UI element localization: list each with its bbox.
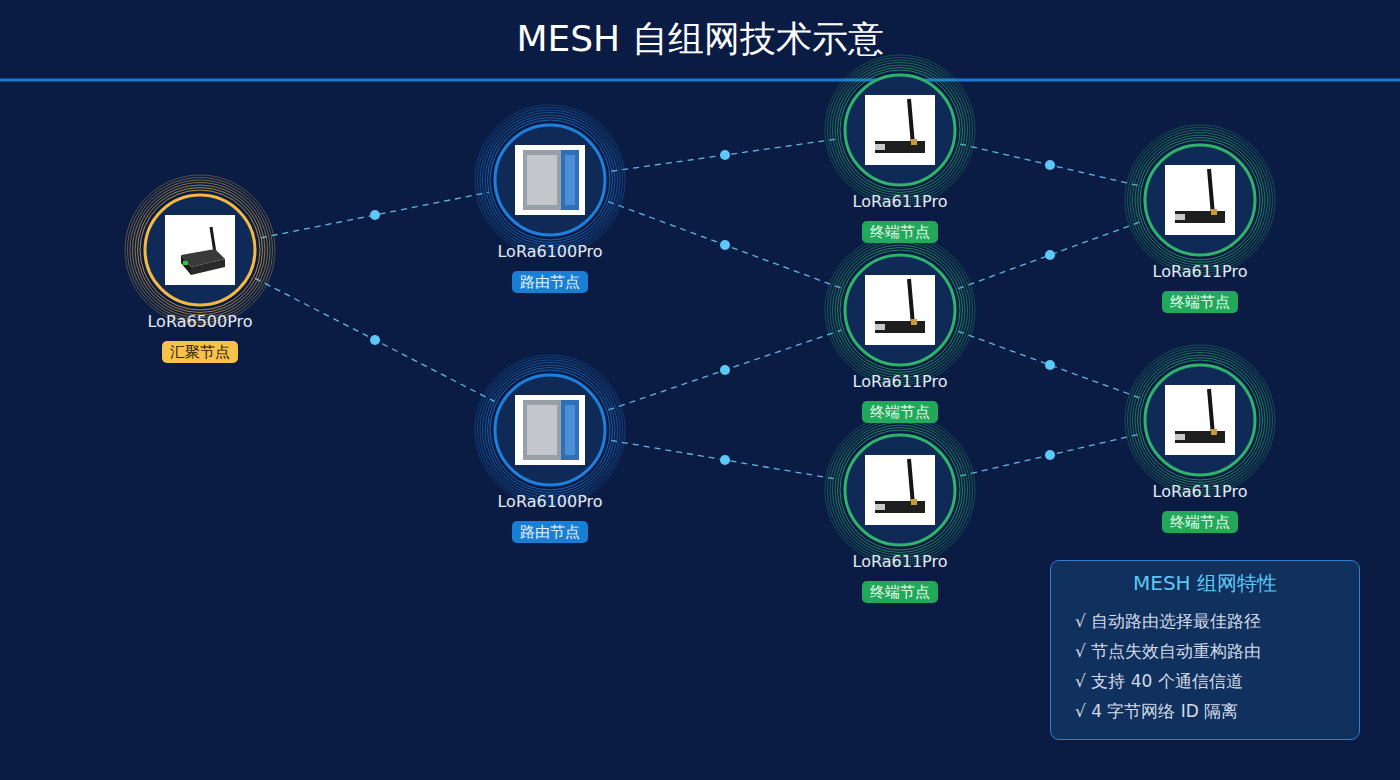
model-name: LoRa611Pro bbox=[1100, 482, 1300, 502]
role-badge-row: 终端节点 bbox=[1100, 291, 1300, 313]
feature-heading: MESH 组网特性 bbox=[1051, 569, 1359, 597]
model-name: LoRa6500Pro bbox=[100, 312, 300, 332]
mesh-link bbox=[608, 202, 842, 289]
device-node: LoRa611Pro终端节点 bbox=[825, 235, 975, 385]
device-illustration bbox=[515, 145, 585, 215]
model-name: LoRa611Pro bbox=[800, 372, 1000, 392]
role-badge-row: 终端节点 bbox=[800, 581, 1000, 603]
role-badge-row: 路由节点 bbox=[450, 521, 650, 543]
mesh-link bbox=[960, 434, 1139, 476]
mesh-link bbox=[958, 331, 1142, 398]
mesh-link bbox=[261, 192, 489, 238]
role-badge-row: 路由节点 bbox=[450, 271, 650, 293]
device-ring bbox=[825, 415, 975, 565]
device-illustration bbox=[865, 275, 935, 345]
relay-dot bbox=[720, 455, 730, 465]
feature-item: √ 支持 40 个通信信道 bbox=[1075, 669, 1355, 693]
device-ring bbox=[1125, 125, 1275, 275]
device-illustration bbox=[1165, 385, 1235, 455]
device-illustration bbox=[515, 395, 585, 465]
device-illustration bbox=[865, 455, 935, 525]
feature-box: MESH 组网特性 √ 自动路由选择最佳路径 √ 节点失效自动重构路由 √ 支持 40… bbox=[1050, 560, 1360, 740]
role-badge-row: 汇聚节点 bbox=[100, 341, 300, 363]
device-ring bbox=[125, 175, 275, 325]
feature-item: √ 4 字节网络 ID 隔离 bbox=[1075, 699, 1355, 723]
relay-dot bbox=[720, 365, 730, 375]
title-rule bbox=[0, 79, 1400, 82]
model-name: LoRa611Pro bbox=[1100, 262, 1300, 282]
model-name: LoRa611Pro bbox=[800, 192, 1000, 212]
device-ring bbox=[825, 55, 975, 205]
device-illustration bbox=[865, 95, 935, 165]
device-node: LoRa6100Pro路由节点 bbox=[475, 105, 625, 255]
model-name: LoRa6100Pro bbox=[450, 492, 650, 512]
relay-dot bbox=[1045, 450, 1055, 460]
relay-dot bbox=[720, 240, 730, 250]
role-badge: 终端节点 bbox=[1162, 511, 1238, 533]
mesh-link bbox=[611, 139, 838, 171]
mesh-link bbox=[609, 330, 842, 410]
relay-dot bbox=[720, 150, 730, 160]
device-node: LoRa611Pro终端节点 bbox=[1125, 125, 1275, 275]
role-badge: 汇聚节点 bbox=[162, 341, 238, 363]
device-node: LoRa611Pro终端节点 bbox=[825, 55, 975, 205]
device-node: LoRa611Pro终端节点 bbox=[1125, 345, 1275, 495]
role-badge-row: 终端节点 bbox=[1100, 511, 1300, 533]
device-ring bbox=[825, 235, 975, 385]
feature-item: √ 节点失效自动重构路由 bbox=[1075, 639, 1355, 663]
model-name: LoRa6100Pro bbox=[450, 242, 650, 262]
device-ring bbox=[1125, 345, 1275, 495]
role-badge: 终端节点 bbox=[1162, 291, 1238, 313]
role-badge: 路由节点 bbox=[512, 271, 588, 293]
feature-item: √ 自动路由选择最佳路径 bbox=[1075, 609, 1355, 633]
relay-dot bbox=[370, 335, 380, 345]
device-ring bbox=[475, 105, 625, 255]
diagram-title: MESH 自组网技术示意 bbox=[0, 14, 1400, 64]
device-ring bbox=[475, 355, 625, 505]
device-node: LoRa6100Pro路由节点 bbox=[475, 355, 625, 505]
model-name: LoRa611Pro bbox=[800, 552, 1000, 572]
relay-dot bbox=[1045, 250, 1055, 260]
relay-dot bbox=[370, 210, 380, 220]
device-illustration bbox=[165, 215, 235, 285]
device-node: LoRa611Pro终端节点 bbox=[825, 415, 975, 565]
role-badge: 终端节点 bbox=[862, 581, 938, 603]
role-badge: 路由节点 bbox=[512, 521, 588, 543]
device-illustration bbox=[1165, 165, 1235, 235]
mesh-link bbox=[255, 278, 495, 401]
relay-dot bbox=[1045, 160, 1055, 170]
relay-dot bbox=[1045, 360, 1055, 370]
mesh-link bbox=[960, 144, 1139, 186]
mesh-link bbox=[611, 440, 839, 479]
mesh-link bbox=[958, 221, 1142, 288]
device-node: LoRa6500Pro汇聚节点 bbox=[125, 175, 275, 325]
